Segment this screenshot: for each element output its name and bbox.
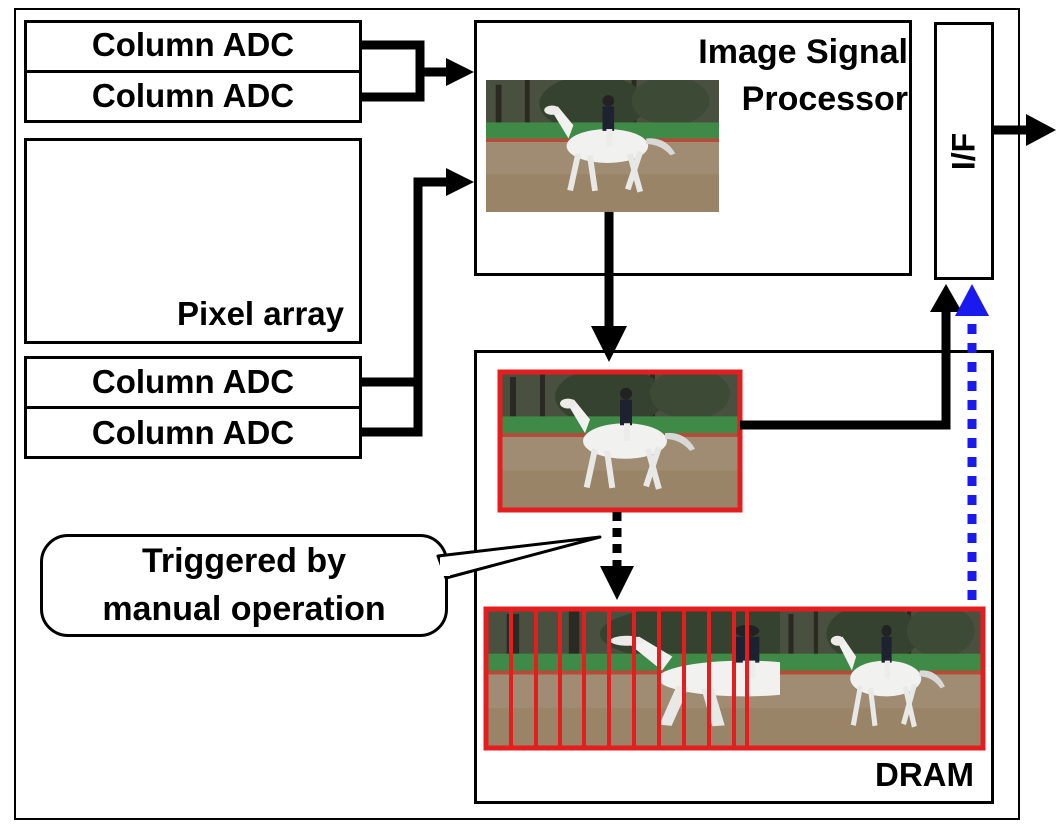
callout-line1: Triggered by xyxy=(141,542,347,580)
column-adc-bottom-1-label: Column ADC xyxy=(91,363,295,400)
column-adc-bottom-2 xyxy=(24,406,362,459)
arrow-top-adc-to-isp xyxy=(362,40,448,102)
callout-tail xyxy=(436,535,602,580)
pixel-array-label: Pixel array xyxy=(177,295,344,332)
arrow-bottom-adc-to-isp xyxy=(362,177,448,437)
column-adc-bottom-2-label: Column ADC xyxy=(91,414,295,451)
arrow-head-if-2 xyxy=(955,284,989,316)
dram-label: DRAM xyxy=(875,756,974,793)
isp-photo xyxy=(486,80,719,212)
arrow-head-if-1 xyxy=(930,284,962,312)
callout-bubble xyxy=(40,534,448,637)
arrow-head-dram xyxy=(591,326,627,362)
isp-label-line1: Image Signal xyxy=(698,33,908,71)
column-adc-top-2-label: Column ADC xyxy=(91,77,295,114)
column-adc-top-1 xyxy=(24,20,362,73)
dram-frame-photo xyxy=(497,369,743,513)
interface-block xyxy=(934,22,994,280)
arrow-head-triggered xyxy=(600,566,634,600)
callout-line2: manual operation xyxy=(102,590,386,628)
column-adc-top-2 xyxy=(24,70,362,123)
column-adc-top-1-label: Column ADC xyxy=(91,26,295,63)
arrow-head-output xyxy=(1026,114,1056,146)
arrow-head-isp-2 xyxy=(446,168,474,196)
arrow-head-isp-1 xyxy=(446,58,474,86)
dram-buffer-photo xyxy=(483,606,986,751)
isp-label-line2: Processor xyxy=(741,80,908,118)
pixel-array xyxy=(24,138,362,344)
arrow-dram-to-if xyxy=(740,308,951,430)
